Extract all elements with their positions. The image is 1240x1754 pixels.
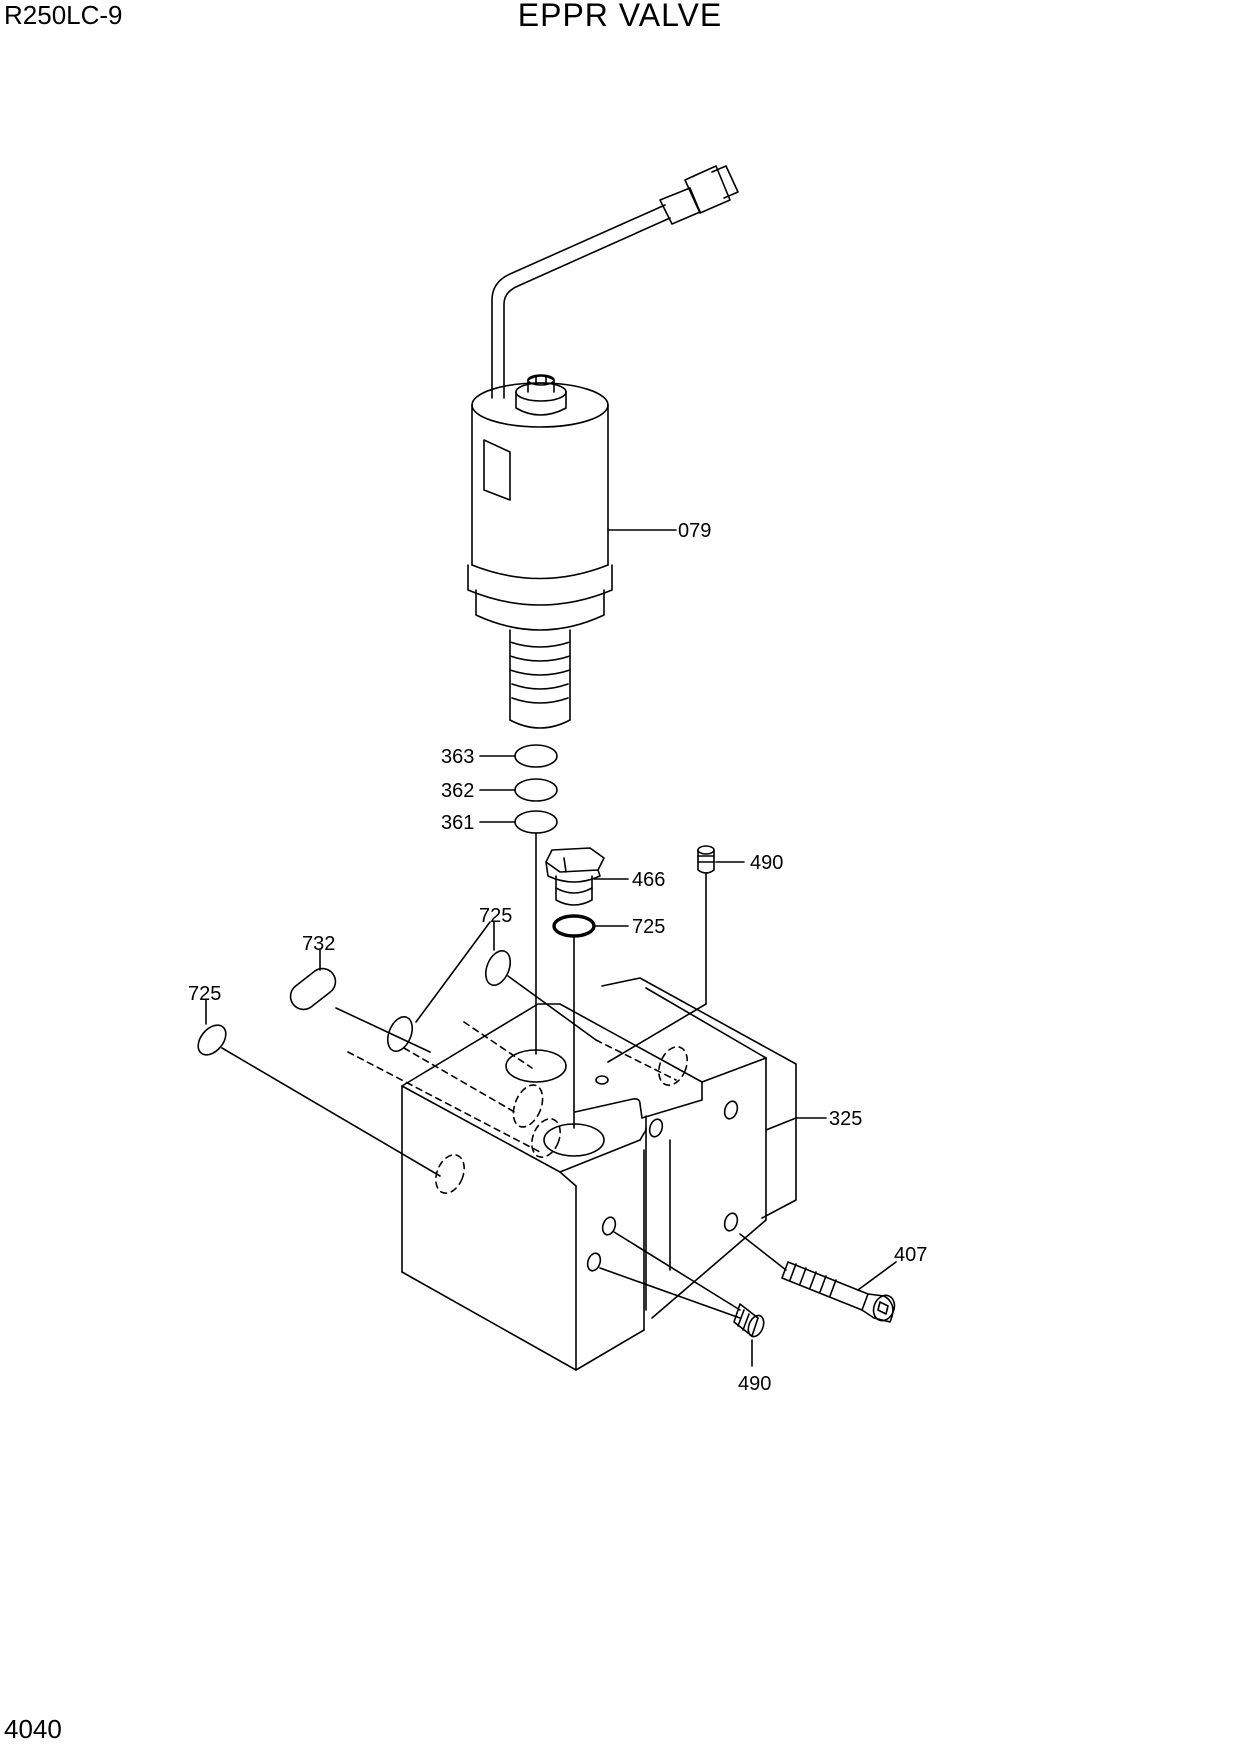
callout-label: 725: [632, 916, 665, 938]
callout-label: 732: [302, 933, 335, 955]
callout-label: 361: [441, 812, 474, 834]
callout-label: 407: [894, 1244, 927, 1266]
valve-block: [347, 977, 797, 1371]
callout-label: 725: [479, 905, 512, 927]
callout-label: 490: [738, 1373, 771, 1395]
callout-label: 363: [441, 746, 474, 768]
page-number: 4040: [4, 1714, 62, 1744]
o-ring-stack: [514, 744, 558, 834]
callout-label: 362: [441, 780, 474, 802]
callout-label: 466: [632, 869, 665, 891]
callout-label: 725: [188, 983, 221, 1005]
plug: [545, 847, 605, 906]
callout-label: 079: [678, 520, 711, 542]
model-code: R250LC-9: [4, 0, 123, 30]
socket-bolt: [781, 1261, 896, 1323]
callout-label: 325: [829, 1108, 862, 1130]
o-ring-thick: [552, 914, 596, 938]
set-screw-top: [697, 845, 715, 874]
solenoid-coil: [467, 165, 739, 729]
page-title: EPPR VALVE: [517, 0, 723, 33]
callout-label: 490: [750, 852, 783, 874]
